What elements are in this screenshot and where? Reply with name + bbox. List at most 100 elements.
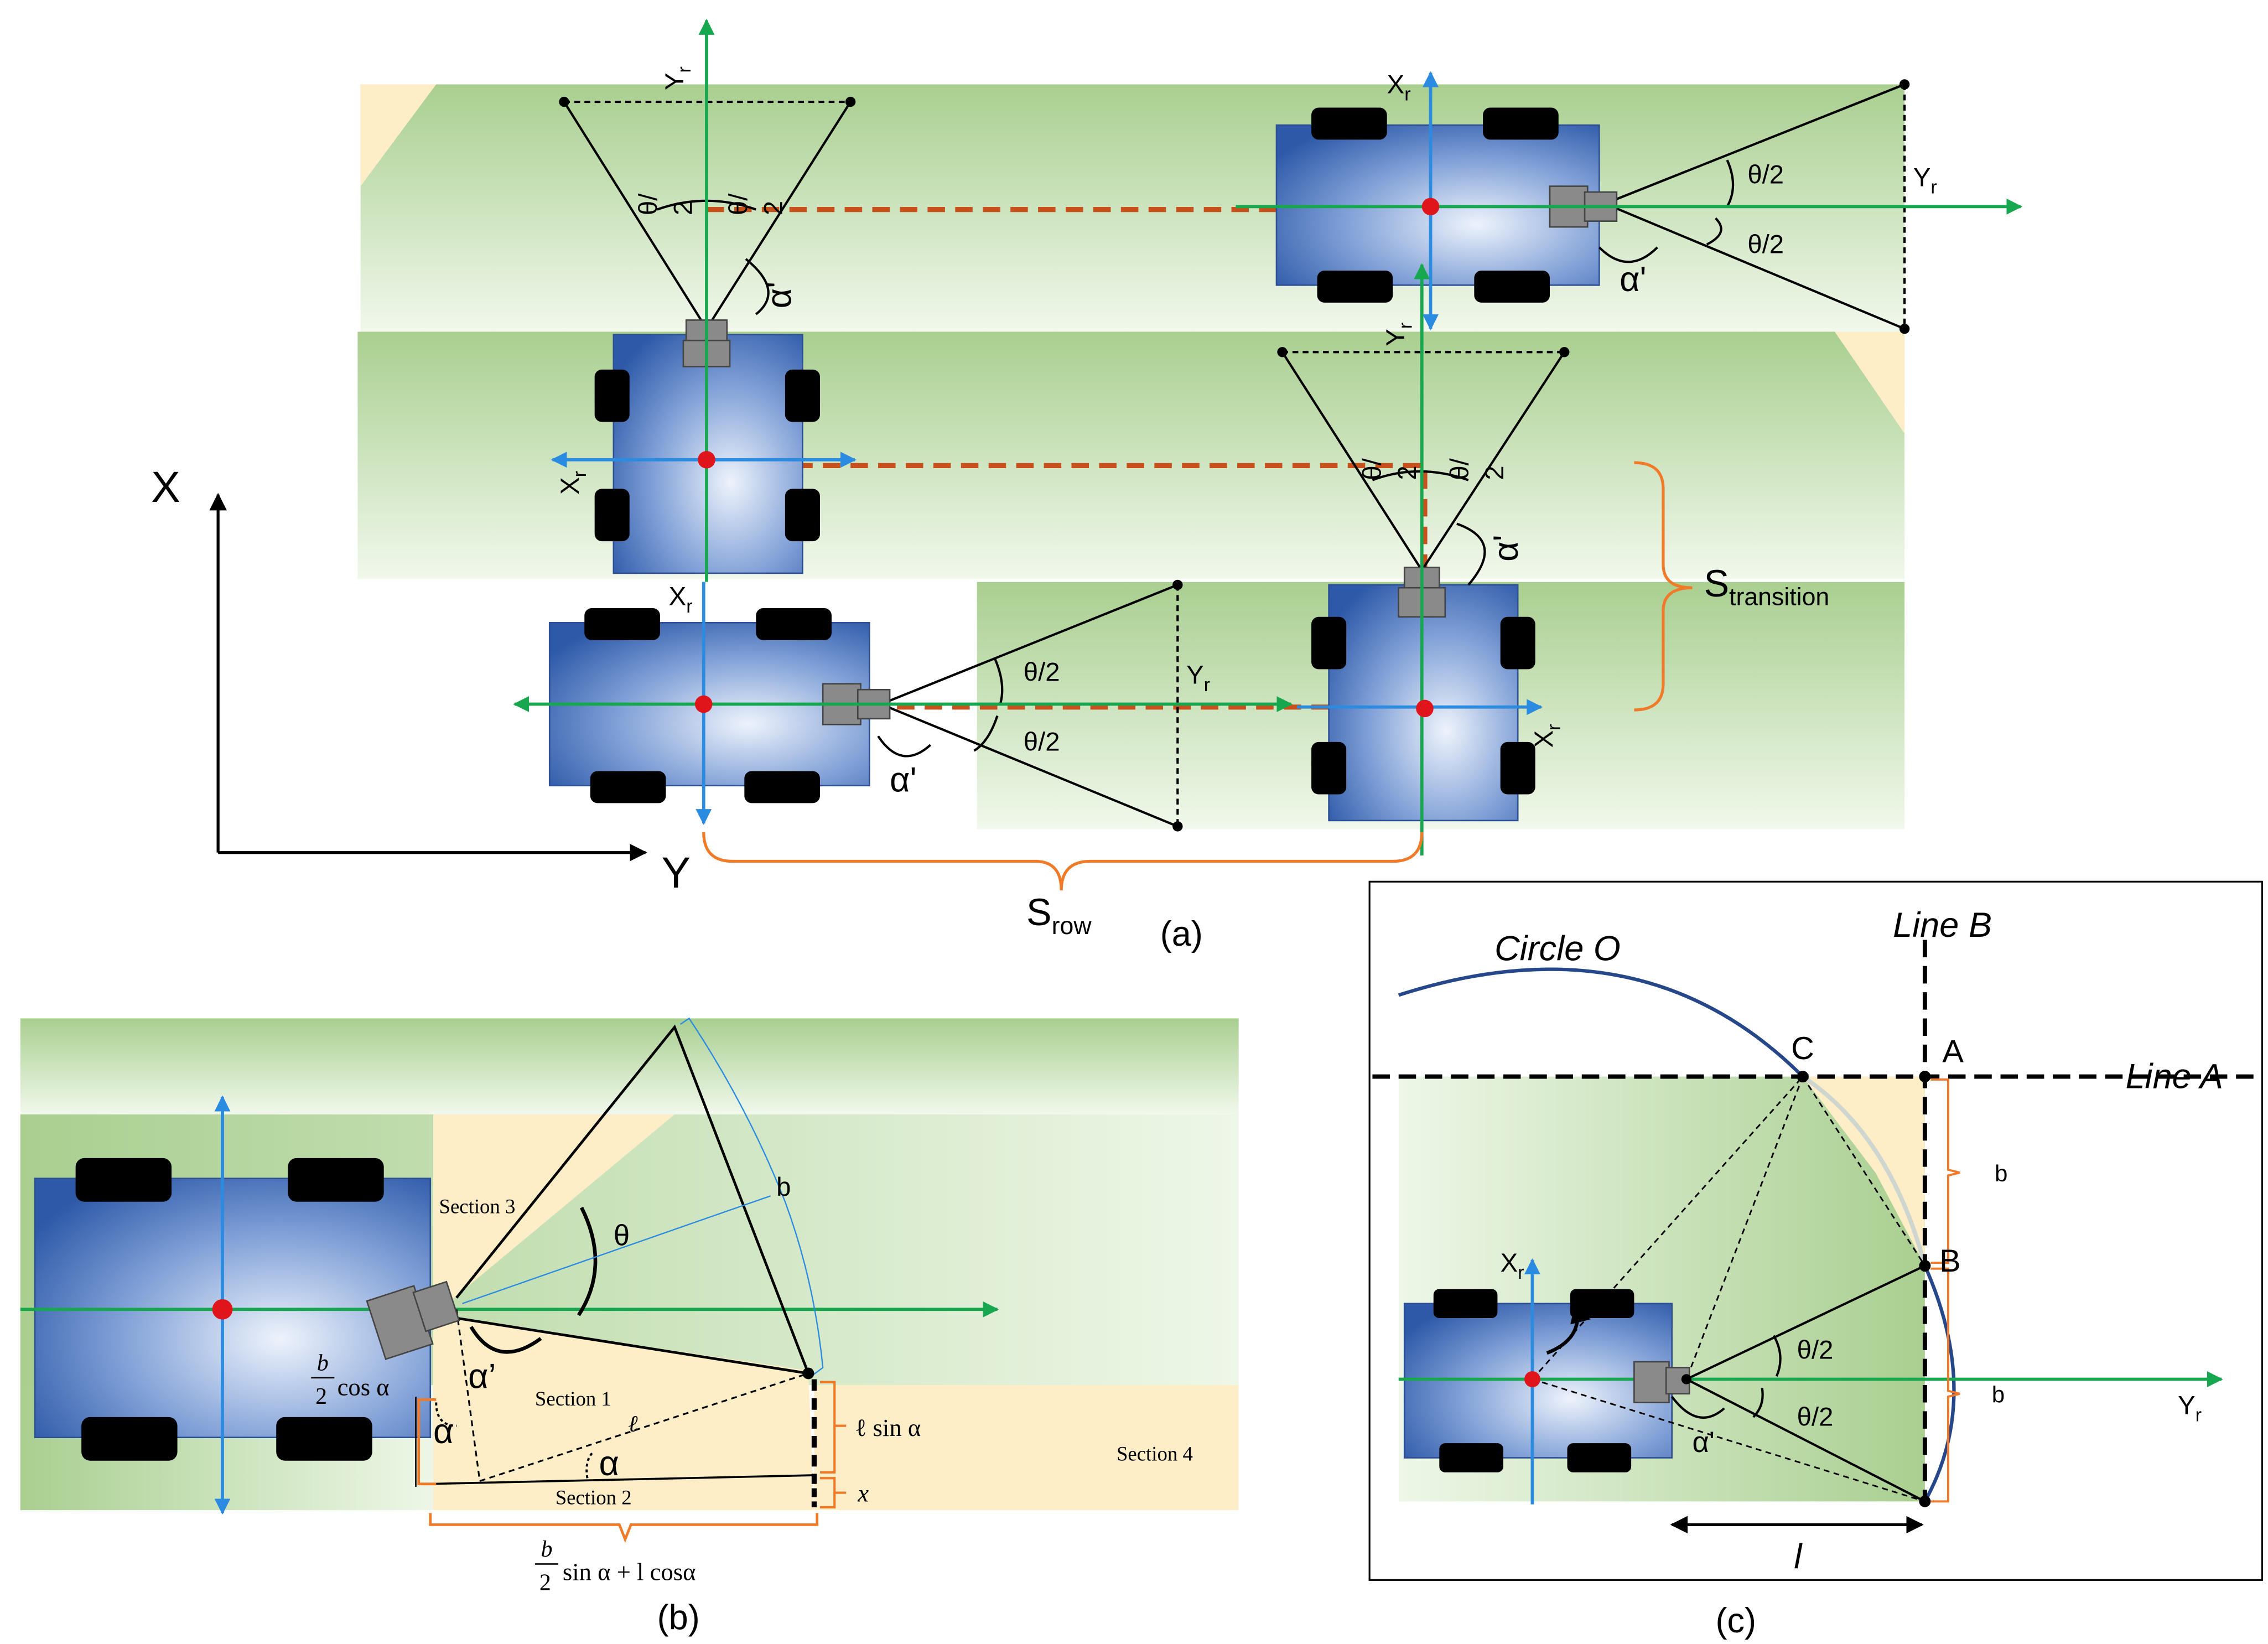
x-brace: [819, 1477, 847, 1508]
b-label-upper: b: [1995, 1160, 2007, 1186]
line-b-label: Line B: [1893, 906, 1992, 945]
yr-label: Yr: [1186, 661, 1210, 696]
wheel: [594, 369, 630, 422]
alpha-prime-label: α': [1692, 1426, 1714, 1459]
robot-centers: [694, 198, 1440, 718]
section-3-label: Section 3: [439, 1195, 516, 1218]
yr-label: Yr: [1913, 163, 1937, 198]
world-y-label: Y: [662, 848, 691, 897]
panel-c-label: (c): [1716, 1601, 1757, 1640]
alpha-prime-label: α': [1620, 260, 1647, 299]
wheel: [1439, 1443, 1503, 1472]
rotation-arrow: [1546, 1301, 1591, 1355]
wheel: [1474, 271, 1550, 303]
alpha-label: α: [433, 1412, 453, 1451]
wheel: [785, 489, 820, 542]
b-brace-lower: [1930, 1267, 1960, 1503]
crop-row-middle-sand-corner: [1834, 331, 1905, 434]
camera-fov-tilted: [415, 1024, 814, 1487]
robot-frames: [513, 18, 2023, 855]
wheel: [1311, 741, 1347, 795]
panel-b-label: (b): [657, 1599, 700, 1637]
world-x-label: X: [151, 463, 180, 511]
sand-section-4: [814, 1385, 1239, 1511]
l-label: l: [1794, 1537, 1803, 1576]
wheel: [1311, 107, 1387, 140]
alpha-prime-label: α': [760, 282, 798, 309]
robot-center: [1524, 1371, 1540, 1387]
xr-label: Xr: [1529, 724, 1564, 748]
l-sin-alpha-label: ℓ sin α: [855, 1414, 921, 1441]
section-4-label: Section 4: [1117, 1443, 1193, 1465]
xr-label: Xr: [1387, 70, 1411, 105]
construction-lines: [1532, 1076, 1926, 1502]
svg-text:cos α: cos α: [338, 1373, 390, 1401]
b-bracket: [680, 1017, 824, 1377]
svg-text:b: b: [317, 1351, 329, 1376]
wheel: [584, 608, 660, 640]
half-theta-label: θ/2: [1747, 160, 1784, 189]
fov-center-ray: [462, 1195, 771, 1304]
line-a-label: Line A: [2125, 1057, 2223, 1096]
robot-center: [212, 1299, 233, 1320]
theta-label: θ: [614, 1220, 630, 1252]
half-theta-label: θ/2: [1024, 728, 1060, 757]
s-transition-brace: [1634, 461, 1693, 712]
circle-o-label: Circle O: [1494, 929, 1621, 968]
cos-brace: [417, 1398, 437, 1486]
wheel: [594, 489, 630, 542]
panel-a: X Y: [151, 18, 2023, 953]
section-2-label: Section 2: [556, 1486, 632, 1509]
s-transition-label: Stransition: [1704, 563, 1830, 611]
s-row-brace: [702, 832, 1424, 891]
crop-row-middle: [357, 331, 1905, 579]
half-theta-label: θ/2: [634, 193, 698, 215]
camera: [366, 1280, 460, 1360]
half-theta-label: θ/2: [1024, 657, 1060, 687]
xr-label: Xr: [556, 471, 590, 495]
point-a-label: A: [1942, 1034, 1964, 1069]
lsin-brace: [819, 1381, 847, 1474]
yr-label: Yr: [1381, 323, 1416, 346]
wheel: [1483, 107, 1559, 140]
wheel: [1311, 616, 1347, 670]
wheel: [1433, 1289, 1498, 1319]
section-1-label: Section 1: [535, 1387, 611, 1410]
alpha-prime-label: α': [1487, 535, 1525, 562]
yr-label: Yr: [2178, 1391, 2202, 1426]
panel-b: Section 3 Section 1 Section 2 Section 4 …: [20, 1017, 1239, 1637]
svg-text:b: b: [541, 1537, 552, 1562]
alpha-prime-label: α': [890, 760, 917, 799]
xr-label: Xr: [1501, 1248, 1524, 1283]
wheel: [1500, 616, 1535, 670]
points: [1681, 1071, 1931, 1507]
half-theta-label: θ/2: [1797, 1336, 1834, 1365]
wheel: [1317, 271, 1393, 303]
half-theta-label: θ/2: [1797, 1403, 1834, 1432]
sand-corner: [1803, 1076, 1925, 1266]
circle-o-arc: [1398, 967, 1956, 1502]
width-brace: [429, 1513, 819, 1543]
wheel: [75, 1158, 172, 1202]
wheel: [1567, 1443, 1632, 1472]
wheel: [1500, 741, 1535, 795]
fov-vertices: [559, 79, 1910, 832]
crop-row-top-strip: [20, 1018, 1239, 1114]
svg-text:2: 2: [315, 1384, 327, 1409]
x-label: x: [857, 1479, 869, 1507]
point-b-label: B: [1939, 1243, 1961, 1279]
panel-a-label: (a): [1160, 915, 1203, 953]
wheel: [756, 608, 832, 640]
l-label: ℓ: [628, 1412, 638, 1437]
alpha-prime-label: α’: [468, 1357, 496, 1396]
half-theta-label: θ/2: [1445, 458, 1509, 480]
xr-label: Xr: [669, 582, 693, 617]
width-formula-label: b 2 sin α + l cosα: [534, 1537, 696, 1596]
wheel: [590, 771, 666, 803]
wheel: [288, 1158, 384, 1202]
half-theta-label: θ/2: [724, 193, 788, 215]
wheel: [276, 1417, 372, 1461]
half-theta-label: θ/2: [1747, 230, 1784, 259]
half-theta-label: θ/2: [1358, 458, 1422, 480]
